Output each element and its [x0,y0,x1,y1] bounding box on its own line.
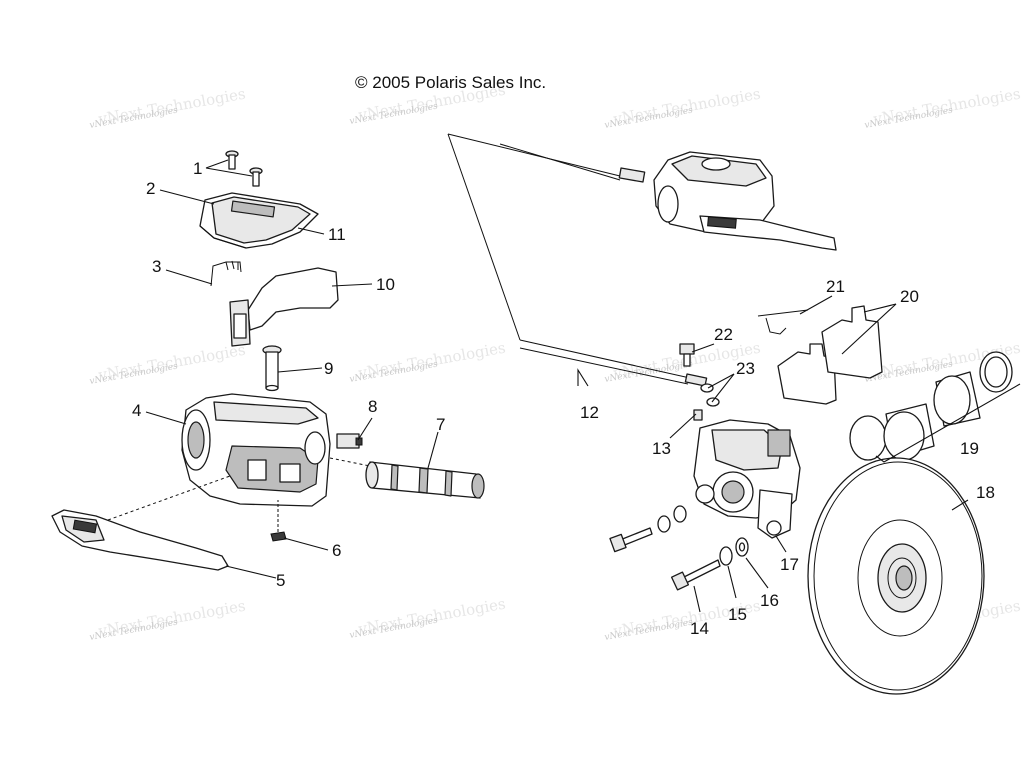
callout-3: 3 [152,257,161,276]
reservoir-screws [225,150,263,187]
spring-clip [210,260,242,287]
callout-17: 17 [780,555,799,574]
watermark: vNext Technologies vNext Technologies [604,85,762,131]
mounting-bolts [609,505,749,591]
lever-bracket [229,267,339,347]
callout-21: 21 [826,277,845,296]
brake-line [447,133,708,387]
callout-7: 7 [436,415,445,434]
pivot-pin [262,345,282,392]
reservoir-cover [199,192,319,249]
callout-2: 2 [146,179,155,198]
alignment-lines [107,457,371,521]
callout-9: 9 [324,359,333,378]
callout-22: 22 [714,325,733,344]
switch [336,433,363,449]
callout-labels: 1 2 3 4 5 6 7 8 9 10 11 12 13 14 15 16 1… [132,159,995,638]
callout-4: 4 [132,401,141,420]
brake-lever [51,509,229,571]
master-cylinder-body [181,393,331,507]
callout-5: 5 [276,571,285,590]
callout-1: 1 [193,159,202,178]
callout-6: 6 [332,541,341,560]
watermark: vNext Technologies vNext Technologies [349,339,507,385]
watermark: vNext Technologies vNext Technologies [89,341,247,387]
watermark: vNext Technologies vNext Technologies [89,85,247,131]
brake-disc [807,457,985,695]
watermark: vNext Technologies vNext Technologies [89,597,247,643]
pad-pin [757,309,809,335]
callout-11: 11 [328,225,346,244]
callout-19: 19 [960,439,979,458]
bleeder-valve [693,409,703,421]
callout-23: 23 [736,359,755,378]
callout-16: 16 [760,591,779,610]
caliper [693,419,801,539]
copyright-text: © 2005 Polaris Sales Inc. [355,73,546,92]
callout-18: 18 [976,483,995,502]
watermark: vNext Technologies vNext Technologies [864,85,1022,131]
leader-lines [145,159,1021,613]
callout-20: 20 [900,287,919,306]
callout-8: 8 [368,397,377,416]
callout-10: 10 [376,275,395,294]
callout-14: 14 [690,619,709,638]
caliper-pistons [849,351,1013,461]
piston-assembly [365,461,485,499]
brake-pads [777,305,883,405]
watermark: vNext Technologies vNext Technologies [349,595,507,641]
retaining-clip [270,500,287,542]
callout-12: 12 [580,403,599,422]
master-cylinder-assembled [447,133,837,251]
banjo-bolt [679,343,695,367]
callout-13: 13 [652,439,671,458]
crush-washers [700,383,720,407]
callout-15: 15 [728,605,747,624]
